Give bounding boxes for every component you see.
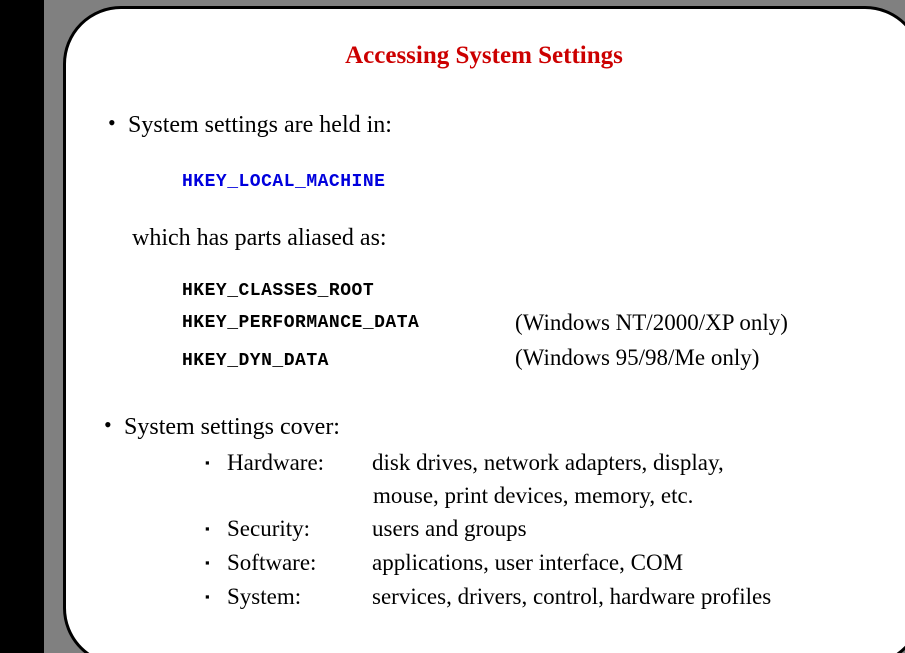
list-item-hardware: ▪ Hardware: disk drives, network adapter…	[205, 450, 724, 476]
note-hkey-dyn-data: (Windows 95/98/Me only)	[515, 345, 760, 370]
list-item-system: ▪ System: services, drivers, control, ha…	[205, 584, 771, 610]
list-item-label: System:	[227, 584, 302, 609]
bullet-item-settings-cover: • System settings cover:	[104, 414, 340, 442]
note-hkey-performance-data: (Windows NT/2000/XP only)	[515, 310, 788, 335]
list-item-description: disk drives, network adapters, display,	[372, 450, 724, 475]
bullet-dot-icon: •	[104, 412, 112, 437]
registry-key-hkey-local-machine: HKEY_LOCAL_MACHINE	[182, 172, 386, 192]
list-item-security: ▪ Security: users and groups	[205, 516, 527, 542]
registry-key-hkey-performance-data: HKEY_PERFORMANCE_DATA	[182, 313, 420, 333]
list-item-description: applications, user interface, COM	[372, 550, 684, 575]
list-item-label: Hardware:	[227, 450, 325, 475]
bullet-square-icon: ▪	[205, 589, 210, 604]
page-title: Accessing System Settings	[345, 42, 623, 69]
bullet-item-settings-held-in: • System settings are held in:	[108, 112, 392, 140]
bullet-label: System settings cover:	[124, 414, 340, 440]
list-item-description: services, drivers, control, hardware pro…	[372, 584, 772, 609]
list-item-label: Security:	[227, 516, 311, 541]
bullet-dot-icon: •	[108, 110, 116, 135]
list-item-description: users and groups	[372, 516, 527, 541]
alias-intro-text: which has parts aliased as:	[132, 225, 387, 251]
slide-content-card	[63, 6, 905, 653]
list-item-description-line2: mouse, print devices, memory, etc.	[373, 483, 694, 508]
registry-key-hkey-dyn-data: HKEY_DYN_DATA	[182, 351, 329, 371]
bullet-square-icon: ▪	[205, 555, 210, 570]
bullet-label: System settings are held in:	[128, 112, 392, 138]
left-black-band	[0, 0, 44, 653]
list-item-label: Software:	[227, 550, 317, 575]
bullet-square-icon: ▪	[205, 521, 210, 536]
bullet-square-icon: ▪	[205, 455, 210, 470]
list-item-software: ▪ Software: applications, user interface…	[205, 550, 683, 576]
registry-key-hkey-classes-root: HKEY_CLASSES_ROOT	[182, 281, 375, 301]
